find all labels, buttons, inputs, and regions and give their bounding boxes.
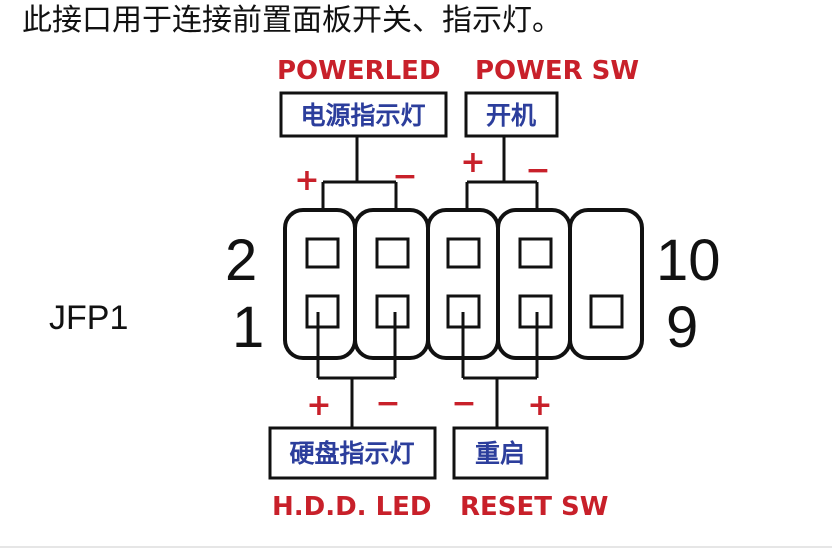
connector-cell (283, 208, 357, 360)
pin-number-10: 10 (656, 228, 721, 293)
pin (589, 294, 624, 329)
reset-sw-box (452, 426, 549, 480)
pin (375, 237, 410, 269)
pin (518, 237, 553, 269)
pin (305, 294, 340, 329)
power-led-plus-sign: + (294, 163, 319, 198)
power-led-box (279, 91, 448, 138)
power-sw-label: POWER SW (475, 56, 639, 86)
power-led-cn-label: 电源指示灯 (300, 101, 425, 130)
power-sw-cn-label: 开机 (486, 101, 536, 130)
pin (446, 237, 481, 269)
pin-number-9: 9 (666, 295, 698, 360)
power-led-label: POWERLED (277, 56, 441, 86)
hdd-led-label: H.D.D. LED (272, 492, 432, 522)
connector-cell (353, 208, 430, 360)
connector-cell (568, 208, 644, 360)
power-sw-box (464, 91, 559, 138)
hdd-led-wires (316, 312, 397, 428)
reset-sw-plus-sign: + (527, 388, 552, 423)
hdd-led-cn-label: 硬盘指示灯 (289, 439, 414, 468)
hdd-led-box (268, 426, 437, 480)
hdd-led-minus-sign: − (375, 386, 400, 421)
reset-sw-cn-label: 重启 (475, 439, 525, 468)
connector-cell (496, 208, 572, 360)
power-sw-plus-sign: + (460, 145, 485, 180)
pins-top-row (305, 237, 553, 269)
hdd-led-plus-sign: + (306, 388, 331, 423)
pins-bottom-row (305, 294, 624, 329)
reset-sw-minus-sign: − (451, 386, 476, 421)
reset-sw-wires (461, 312, 539, 428)
power-sw-minus-sign: − (525, 153, 550, 188)
reset-sw-label: RESET SW (460, 492, 608, 522)
power-led-minus-sign: − (392, 159, 417, 194)
pin-number-1: 1 (232, 295, 264, 360)
pin (375, 294, 410, 329)
diagram-heading: 此接口用于连接前置面板开关、指示灯。 (22, 3, 562, 38)
pin (305, 237, 340, 269)
pin-number-2: 2 (225, 228, 257, 293)
header-name-label: JFP1 (49, 299, 128, 337)
